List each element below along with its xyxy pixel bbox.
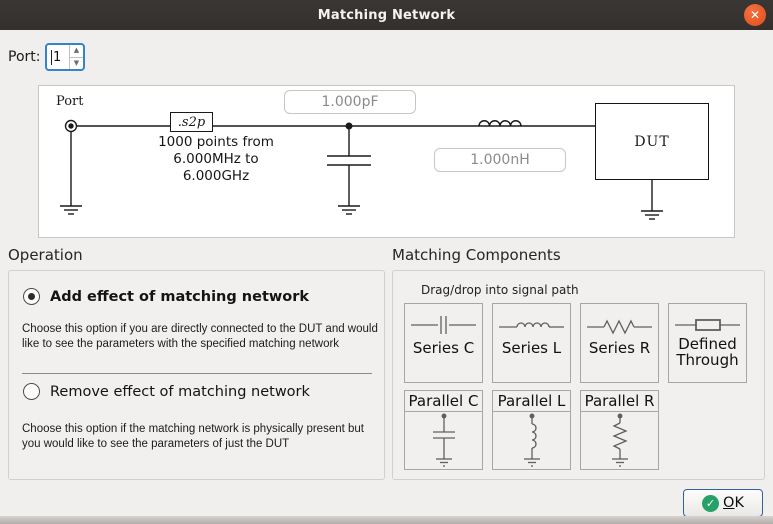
series-c-label: Series C — [412, 339, 475, 357]
series-l-tile[interactable]: Series L — [492, 303, 571, 383]
matching-components-header: Matching Components — [392, 246, 561, 264]
spin-down-icon[interactable]: ▼ — [73, 58, 80, 67]
radio-remove-effect-label[interactable]: Remove effect of matching network — [50, 383, 310, 400]
matching-components-group: Drag/drop into signal path Series C Seri… — [392, 270, 765, 480]
parallel-capacitor-icon — [433, 413, 455, 467]
radio-add-effect-label[interactable]: Add effect of matching network — [50, 288, 310, 305]
title-bar[interactable]: Matching Network ✕ — [0, 0, 773, 30]
operation-group: Add effect of matching network Choose th… — [8, 270, 385, 480]
dut-block: DUT — [595, 103, 709, 180]
spin-up-icon[interactable]: ▲ — [70, 45, 83, 58]
parallel-inductor-icon — [524, 413, 540, 467]
port-label: Port: — [8, 49, 41, 65]
series-inductor-icon — [499, 322, 564, 328]
series-resistor-icon — [587, 319, 652, 335]
text-caret — [51, 49, 52, 65]
check-icon: ✓ — [702, 494, 720, 512]
remove-effect-description: Choose this option if the matching netwo… — [22, 423, 364, 450]
series-r-tile[interactable]: Series R — [580, 303, 659, 383]
close-icon[interactable]: ✕ — [744, 4, 766, 26]
port-spinbox[interactable]: 1 ▲ ▼ — [45, 43, 85, 71]
series-r-label: Series R — [588, 339, 651, 357]
s2p-touchstone-block[interactable]: .s2p — [170, 112, 213, 132]
ok-button[interactable]: ✓ OK — [683, 489, 763, 517]
radio-add-effect[interactable]: Add effect of matching network — [23, 288, 309, 305]
circuit-diagram-panel: Port .s2p 1000 points from 6.000MHz to 6… — [38, 85, 735, 238]
sweep-info-text: 1000 points from 6.000MHz to 6.000GHz — [158, 134, 274, 184]
circuit-port-label: Port — [56, 94, 84, 109]
drag-drop-hint: Drag/drop into signal path — [421, 283, 579, 297]
spinner-arrows: ▲ ▼ — [69, 45, 83, 69]
defined-through-icon — [675, 319, 740, 331]
parallel-c-label: Parallel C — [405, 391, 482, 412]
operation-header: Operation — [8, 246, 83, 264]
inductor-value-input[interactable]: 1.000nH — [434, 148, 566, 172]
radio-button-icon[interactable] — [23, 288, 40, 305]
series-c-tile[interactable]: Series C — [404, 303, 483, 383]
radio-remove-effect[interactable]: Remove effect of matching network — [23, 383, 310, 400]
add-effect-description: Choose this option if you are directly c… — [22, 323, 378, 350]
window-title: Matching Network — [317, 7, 456, 23]
parallel-l-tile[interactable]: Parallel L — [492, 390, 571, 470]
parallel-r-label: Parallel R — [581, 391, 658, 412]
circuit-wires — [60, 119, 663, 220]
defined-through-label: Defined Through — [676, 335, 739, 369]
parallel-resistor-icon — [612, 413, 628, 467]
parallel-l-label: Parallel L — [493, 391, 570, 412]
radio-button-icon[interactable] — [23, 383, 40, 400]
capacitor-value-input[interactable]: 1.000pF — [284, 90, 416, 114]
series-capacitor-icon — [411, 316, 476, 334]
port-value[interactable]: 1 — [51, 49, 62, 65]
window-bottom-edge — [0, 516, 773, 524]
ok-button-label: OK — [723, 495, 744, 511]
parallel-r-tile[interactable]: Parallel R — [580, 390, 659, 470]
defined-through-tile[interactable]: Defined Through — [668, 303, 747, 383]
series-l-label: Series L — [501, 339, 562, 357]
parallel-c-tile[interactable]: Parallel C — [404, 390, 483, 470]
divider — [22, 373, 372, 374]
